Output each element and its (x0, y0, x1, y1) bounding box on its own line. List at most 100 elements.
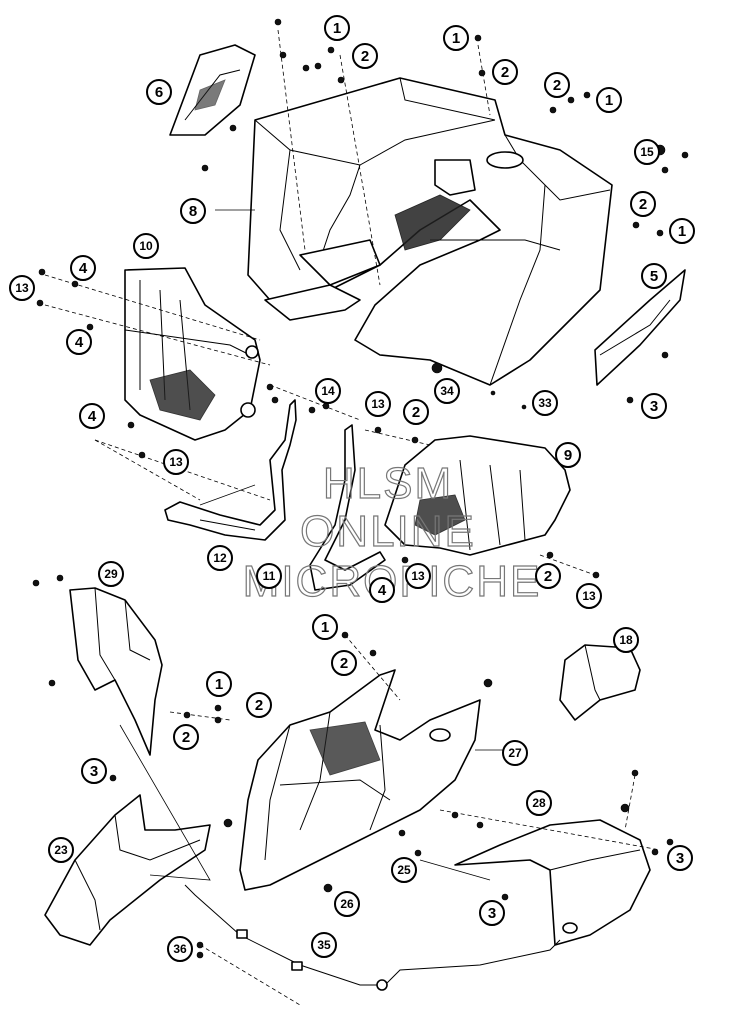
callout-c31: 13 (576, 583, 602, 609)
svg-text:2: 2 (412, 404, 420, 421)
svg-text:29: 29 (104, 567, 118, 581)
watermark-line-1: HLSM (323, 459, 453, 508)
callout-c48: 35 (311, 932, 337, 958)
callout-c6: 1 (596, 87, 622, 113)
svg-text:8: 8 (189, 203, 197, 220)
svg-text:2: 2 (340, 655, 348, 672)
part-18-cap (559, 644, 641, 721)
svg-text:23: 23 (54, 843, 68, 857)
callout-c16: 4 (66, 329, 92, 355)
part-6-panel (169, 44, 256, 136)
part-28-right-fender (454, 819, 651, 946)
svg-text:1: 1 (321, 619, 329, 636)
callout-c12: 10 (133, 233, 159, 259)
svg-text:13: 13 (169, 455, 183, 469)
fasteners (32, 18, 689, 959)
callout-c20: 3 (641, 393, 667, 419)
svg-text:4: 4 (378, 582, 387, 599)
callout-c45: 26 (334, 891, 360, 917)
part-27-front-fender (239, 669, 481, 891)
svg-text:2: 2 (361, 48, 369, 65)
svg-text:10: 10 (139, 239, 153, 253)
callouts: 1 2 1 2 2 1 6 15 8 2 1 10 4 13 5 4 14 34… (9, 15, 695, 962)
svg-text:1: 1 (605, 92, 613, 109)
callout-c41: 28 (526, 790, 552, 816)
watermark-line-3: MICROFICHE (243, 557, 542, 606)
svg-text:25: 25 (397, 863, 411, 877)
callout-c19: 33 (532, 390, 558, 416)
callout-c8: 15 (634, 139, 660, 165)
callout-c40: 3 (81, 758, 107, 784)
callout-c5: 2 (544, 72, 570, 98)
svg-text:5: 5 (650, 268, 658, 285)
callout-c25: 13 (163, 449, 189, 475)
callout-c46: 3 (479, 900, 505, 926)
part-23-front-guard (44, 794, 211, 946)
svg-text:13: 13 (371, 397, 385, 411)
part-11-bracket (309, 424, 386, 591)
callout-c7: 6 (146, 79, 172, 105)
svg-text:15: 15 (640, 145, 654, 159)
callout-c39: 27 (502, 740, 528, 766)
callout-c26: 12 (207, 545, 233, 571)
callout-c21: 13 (365, 391, 391, 417)
svg-text:2: 2 (553, 77, 561, 94)
svg-text:9: 9 (564, 447, 572, 464)
callout-c14: 13 (9, 275, 35, 301)
svg-text:4: 4 (88, 408, 97, 425)
watermark-line-2: ONLINE (300, 507, 476, 556)
callout-c30: 2 (535, 563, 561, 589)
callout-c32: 29 (98, 561, 124, 587)
svg-text:36: 36 (173, 942, 187, 956)
callout-c11: 1 (669, 218, 695, 244)
svg-text:35: 35 (317, 938, 331, 952)
callout-c27: 11 (256, 563, 282, 589)
svg-text:13: 13 (411, 569, 425, 583)
svg-text:12: 12 (213, 551, 227, 565)
callout-c23: 4 (79, 403, 105, 429)
callout-c44: 25 (391, 857, 417, 883)
callout-c35: 18 (613, 627, 639, 653)
callout-c38: 2 (173, 724, 199, 750)
svg-text:1: 1 (333, 20, 341, 37)
callout-c15: 5 (641, 263, 667, 289)
svg-text:3: 3 (676, 850, 684, 867)
svg-text:18: 18 (619, 633, 633, 647)
svg-text:2: 2 (501, 64, 509, 81)
svg-text:1: 1 (678, 223, 686, 240)
svg-text:2: 2 (639, 196, 647, 213)
callout-c34: 2 (331, 650, 357, 676)
callout-c37: 2 (246, 692, 272, 718)
part-35-wire (184, 884, 561, 991)
callout-c24: 9 (555, 442, 581, 468)
callout-c29: 13 (405, 563, 431, 589)
svg-text:3: 3 (90, 763, 98, 780)
callout-c28: 4 (369, 577, 395, 603)
part-29-front-panel (69, 587, 163, 756)
callout-c10: 2 (630, 191, 656, 217)
svg-text:27: 27 (508, 746, 522, 760)
svg-text:28: 28 (532, 796, 546, 810)
callout-c13: 4 (70, 255, 96, 281)
part-10-left-cover (124, 267, 261, 441)
callout-c36: 1 (206, 671, 232, 697)
svg-text:34: 34 (440, 384, 454, 398)
part-5-side-panel (594, 269, 686, 386)
callout-c22: 2 (403, 399, 429, 425)
svg-text:13: 13 (15, 281, 29, 295)
callout-c3: 1 (443, 25, 469, 51)
svg-text:13: 13 (582, 589, 596, 603)
svg-text:3: 3 (488, 905, 496, 922)
callout-c18: 34 (434, 378, 460, 404)
svg-text:6: 6 (155, 84, 163, 101)
svg-text:4: 4 (79, 260, 88, 277)
callout-c1: 1 (324, 15, 350, 41)
svg-text:1: 1 (215, 676, 223, 693)
svg-text:26: 26 (340, 897, 354, 911)
svg-text:2: 2 (255, 697, 263, 714)
svg-text:11: 11 (263, 569, 276, 583)
callout-c17: 14 (315, 378, 341, 404)
svg-text:1: 1 (452, 30, 460, 47)
svg-text:2: 2 (182, 729, 190, 746)
